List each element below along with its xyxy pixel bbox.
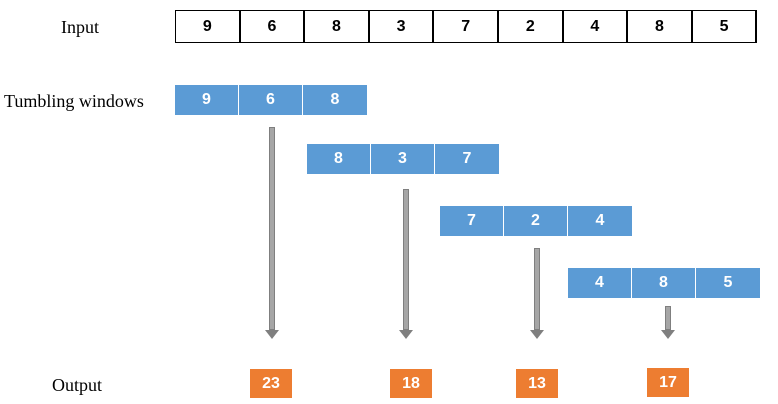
window-cell: 4 bbox=[568, 268, 632, 298]
output-value: 23 bbox=[250, 369, 292, 398]
input-cell: 8 bbox=[305, 11, 370, 42]
arrow-shaft bbox=[534, 248, 540, 330]
window-cell: 8 bbox=[303, 85, 367, 115]
window-cell: 9 bbox=[175, 85, 239, 115]
down-arrow-icon bbox=[661, 330, 675, 339]
window-cell: 3 bbox=[371, 144, 435, 174]
input-cell: 5 bbox=[693, 11, 758, 42]
window-1: 9 6 8 bbox=[175, 85, 367, 115]
arrow-shaft bbox=[269, 127, 275, 330]
input-label: Input bbox=[61, 17, 99, 37]
down-arrow-icon bbox=[265, 330, 279, 339]
output-label: Output bbox=[52, 375, 103, 395]
input-cell: 3 bbox=[370, 11, 435, 42]
input-cell: 4 bbox=[564, 11, 629, 42]
input-cell: 8 bbox=[628, 11, 693, 42]
window-cell: 8 bbox=[632, 268, 696, 298]
input-sequence: 9 6 8 3 7 2 4 8 5 bbox=[175, 10, 758, 43]
window-cell: 6 bbox=[239, 85, 303, 115]
input-cell: 7 bbox=[434, 11, 499, 42]
input-cell: 2 bbox=[499, 11, 564, 42]
output-value: 17 bbox=[647, 368, 689, 397]
output-value: 18 bbox=[390, 369, 432, 398]
arrow-shaft bbox=[665, 306, 671, 330]
output-value: 13 bbox=[516, 369, 558, 398]
windows-label: Tumbling windows bbox=[4, 91, 144, 111]
window-cell: 4 bbox=[568, 206, 632, 236]
window-cell: 8 bbox=[307, 144, 371, 174]
window-2: 8 3 7 bbox=[307, 144, 499, 174]
window-cell: 7 bbox=[440, 206, 504, 236]
window-cell: 7 bbox=[435, 144, 499, 174]
window-cell: 5 bbox=[696, 268, 760, 298]
window-3: 7 2 4 bbox=[440, 206, 632, 236]
window-cell: 2 bbox=[504, 206, 568, 236]
down-arrow-icon bbox=[530, 330, 544, 339]
window-4: 4 8 5 bbox=[568, 268, 760, 298]
down-arrow-icon bbox=[399, 330, 413, 339]
arrow-shaft bbox=[403, 189, 409, 330]
input-cell: 6 bbox=[241, 11, 306, 42]
input-cell: 9 bbox=[176, 11, 241, 42]
